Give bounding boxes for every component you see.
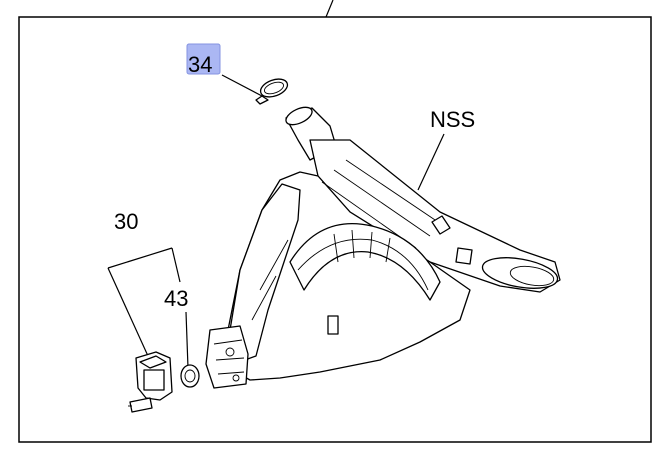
clamp-34 bbox=[255, 78, 289, 105]
callout-43[interactable]: 43 bbox=[164, 286, 188, 311]
leader-30-down bbox=[107, 267, 149, 357]
callout-34-highlight[interactable] bbox=[186, 43, 221, 75]
leader-34 bbox=[221, 74, 263, 97]
washer-tank bbox=[205, 106, 561, 389]
frame-leader-top bbox=[325, 0, 334, 18]
callout-30[interactable]: 30 bbox=[114, 209, 138, 234]
callout-nss[interactable]: NSS bbox=[430, 107, 475, 132]
leader-nss bbox=[417, 133, 445, 191]
washer-pump-30 bbox=[128, 351, 173, 413]
leader-43 bbox=[185, 311, 189, 369]
grommet-43 bbox=[180, 364, 200, 388]
leader-30-right bbox=[171, 247, 181, 283]
callout-34[interactable]: 34 bbox=[188, 52, 212, 77]
diagram-frame bbox=[18, 16, 652, 443]
leader-30-left bbox=[107, 247, 173, 269]
